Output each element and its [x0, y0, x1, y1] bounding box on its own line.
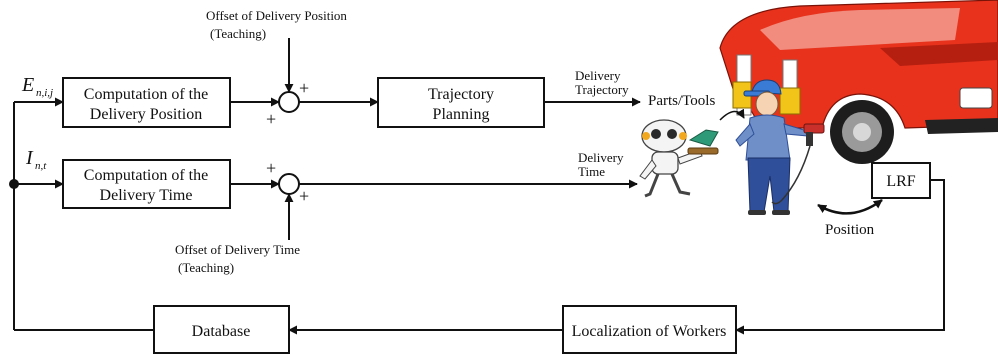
summing-junction-time: [278, 173, 300, 195]
block-delivery-position: [62, 77, 231, 128]
branch-point: [9, 179, 19, 189]
plus-sign-time-top: +: [266, 158, 276, 178]
offset-position-label-line1: Offset of Delivery Position: [206, 8, 347, 23]
parts-tools-label: Parts/Tools: [648, 93, 715, 109]
car-illustration: [719, 0, 998, 164]
block-trajectory-line2: Planning: [433, 106, 490, 123]
offset-time-label-line2: (Teaching): [178, 260, 234, 275]
worker-illustration: [735, 79, 825, 215]
plus-sign-position-top: +: [299, 78, 309, 98]
block-delivery-time-line2: Delivery Time: [100, 187, 193, 204]
input-i-subscript: n,t: [35, 160, 47, 172]
block-lrf: [871, 162, 931, 199]
block-trajectory-line1: Trajectory: [428, 86, 494, 103]
offset-position-label-line2: (Teaching): [210, 26, 266, 41]
position-sensing-arrow: [817, 198, 883, 215]
plus-sign-position-left: +: [266, 109, 276, 129]
plus-sign-time-bottom: +: [299, 186, 309, 206]
block-delivery-position-line1: Computation of the: [84, 86, 208, 103]
block-database-label: Database: [192, 323, 251, 340]
delivery-time-label-line2: Time: [578, 164, 605, 179]
input-i-symbol: I: [25, 147, 34, 169]
position-label: Position: [825, 222, 875, 238]
input-e-subscript: n,i,j: [36, 87, 53, 99]
lrf-to-localization-line: [735, 179, 945, 335]
handover-curve-arrow: [719, 108, 745, 121]
summing-junction-position: [278, 91, 300, 113]
block-lrf-label: LRF: [886, 173, 915, 190]
delivery-time-label-line1: Delivery: [578, 150, 624, 165]
robot-illustration: [639, 119, 719, 198]
block-delivery-position-line2: Delivery Position: [90, 106, 202, 123]
input-e-symbol: E: [21, 74, 34, 96]
block-delivery-time-line1: Computation of the: [84, 167, 208, 184]
delivery-trajectory-label-line1: Delivery: [575, 68, 621, 83]
delivery-trajectory-label-line2: Trajectory: [575, 82, 629, 97]
offset-time-label-line1: Offset of Delivery Time: [175, 242, 300, 257]
block-localization-label: Localization of Workers: [572, 323, 727, 340]
